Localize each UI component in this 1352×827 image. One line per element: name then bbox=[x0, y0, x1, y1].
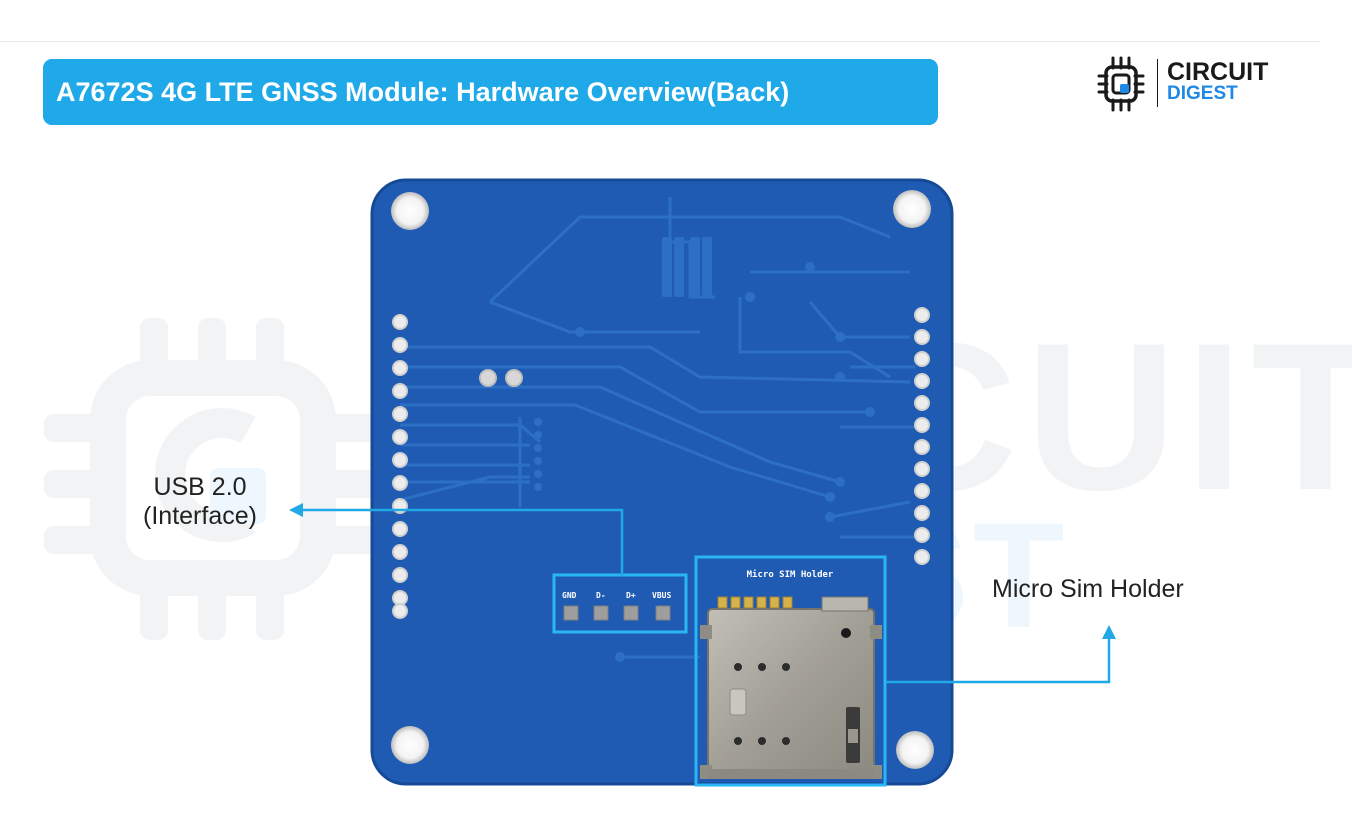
usb-pads: GND D- D+ VBUS bbox=[552, 573, 688, 634]
pcb-board: GND D- D+ VBUS Micro SIM Holder bbox=[370, 178, 954, 787]
usb-callout-line1: USB 2.0 bbox=[153, 473, 247, 501]
mounting-holes bbox=[391, 190, 934, 769]
usb-callout-line2: (Interface) bbox=[143, 502, 257, 530]
usb-callout: USB 2.0 (Interface) bbox=[120, 473, 280, 531]
test-points bbox=[479, 369, 523, 387]
usb-pad-label-dplus: D+ bbox=[626, 591, 636, 600]
title-banner: A7672S 4G LTE GNSS Module: Hardware Over… bbox=[43, 59, 938, 125]
top-divider bbox=[0, 41, 1320, 42]
chip-logo-icon bbox=[1097, 56, 1145, 112]
sim-holder-highlight bbox=[694, 555, 887, 787]
micro-sim-holder: Micro SIM Holder bbox=[694, 555, 887, 787]
brand-divider bbox=[1157, 59, 1158, 107]
usb-leader-line bbox=[300, 508, 624, 576]
pcb-traces bbox=[399, 197, 915, 659]
sim-holder-silkscreen: Micro SIM Holder bbox=[747, 569, 834, 580]
usb-arrow-icon bbox=[289, 503, 303, 517]
usb-pad-label-vbus: VBUS bbox=[652, 591, 671, 600]
sim-callout: Micro Sim Holder bbox=[992, 575, 1184, 603]
usb-pad-label-gnd: GND bbox=[562, 591, 577, 600]
sim-leader-line bbox=[886, 638, 1111, 684]
brand-name-line1: CIRCUIT bbox=[1167, 58, 1269, 86]
usb-pad-label-dminus: D- bbox=[596, 591, 606, 600]
pcb-vias bbox=[534, 237, 875, 662]
brand-logo: CIRCUIT DIGEST bbox=[1093, 54, 1323, 114]
brand-name-line2: DIGEST bbox=[1167, 83, 1238, 104]
usb-pad-highlight bbox=[552, 573, 688, 634]
sim-arrow-icon bbox=[1102, 625, 1116, 639]
left-header-pins bbox=[392, 314, 408, 619]
page-title: A7672S 4G LTE GNSS Module: Hardware Over… bbox=[56, 76, 790, 107]
right-header-pins bbox=[914, 307, 930, 565]
